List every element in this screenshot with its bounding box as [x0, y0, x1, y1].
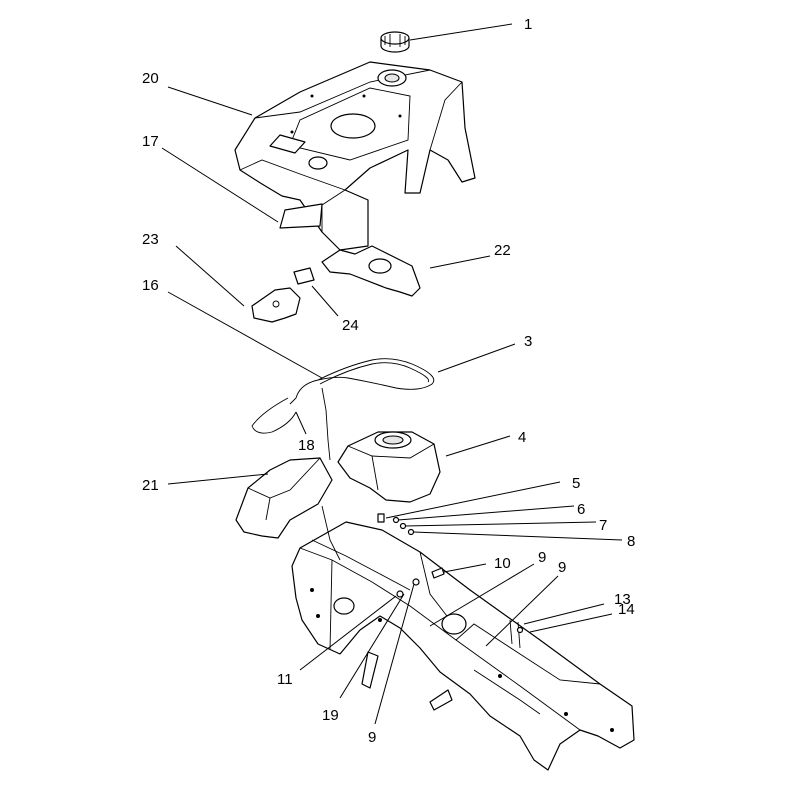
leader-lines — [161, 23, 623, 725]
callout-18: 18 — [298, 437, 315, 454]
callout-21: 21 — [142, 477, 159, 494]
clip-part — [293, 267, 315, 285]
hardware-parts — [377, 513, 524, 634]
small-plate-part — [251, 287, 301, 323]
fuel-cap-part — [380, 31, 410, 53]
callout-9-c: 9 — [368, 729, 376, 746]
callout-20: 20 — [142, 70, 159, 87]
callout-19: 19 — [322, 707, 339, 724]
callout-16: 16 — [142, 277, 159, 294]
callout-7: 7 — [599, 517, 607, 534]
callout-14: 14 — [618, 601, 635, 618]
callout-4: 4 — [518, 429, 526, 446]
chassis-frame-part — [291, 505, 635, 771]
callout-13: 13 — [614, 591, 631, 608]
hood-bracket-part — [279, 203, 323, 229]
callout-24: 24 — [342, 317, 359, 334]
callout-8: 8 — [627, 533, 635, 550]
heat-shield-part — [321, 245, 421, 297]
callout-17: 17 — [142, 133, 159, 150]
callout-10: 10 — [494, 555, 511, 572]
callout-11: 11 — [277, 671, 293, 688]
callout-6: 6 — [577, 501, 585, 518]
callout-9-b: 9 — [558, 559, 566, 576]
rear-bracket-part — [235, 457, 333, 539]
hood-shroud-part — [234, 61, 476, 251]
fuel-line-part — [251, 358, 435, 461]
callout-23: 23 — [142, 231, 159, 248]
fuel-tank-part — [337, 431, 441, 503]
callout-3: 3 — [524, 333, 532, 350]
callout-labels: 1 20 17 23 22 16 24 3 18 4 21 5 6 7 8 10… — [142, 16, 635, 746]
callout-22: 22 — [494, 242, 511, 259]
callout-1: 1 — [524, 16, 532, 33]
callout-5: 5 — [572, 475, 580, 492]
callout-9-a: 9 — [538, 549, 546, 566]
